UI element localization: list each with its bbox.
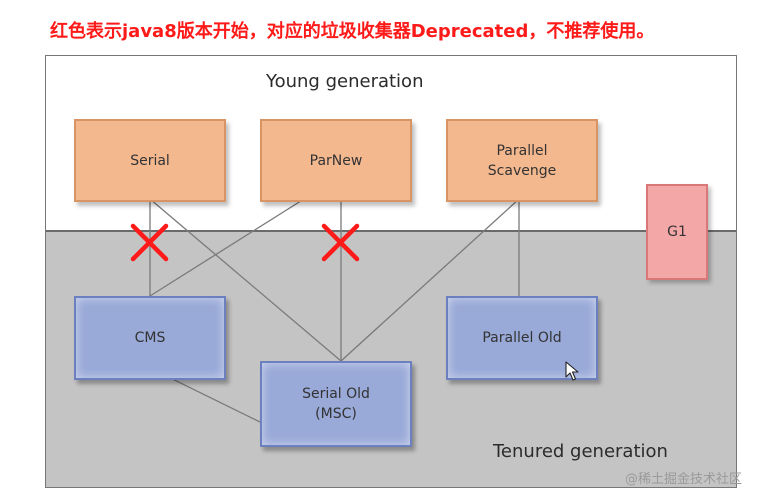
deprecated-mark-parnew-serialold <box>321 223 360 262</box>
young-generation-label: Young generation <box>266 71 424 92</box>
collector-serial-old: Serial Old (MSC) <box>260 361 412 447</box>
collector-parallel-old: Parallel Old <box>446 296 598 380</box>
connector-parnew-cms <box>149 198 305 297</box>
mouse-pointer-icon <box>565 361 579 381</box>
collector-parnew: ParNew <box>260 119 412 202</box>
collector-serial: Serial <box>74 119 226 202</box>
collector-g1: G1 <box>646 184 708 280</box>
deprecated-mark-serial-cms <box>130 223 169 262</box>
collector-cms: CMS <box>74 296 226 380</box>
connector-parallelscavenge-serialold <box>340 198 520 362</box>
collector-parallel-scavenge: Parallel Scavenge <box>446 119 598 202</box>
connector-serial-serialold <box>149 198 342 362</box>
gc-collector-diagram: Young generation Tenured generation Seri… <box>45 55 737 488</box>
tenured-generation-label: Tenured generation <box>493 441 668 462</box>
source-watermark: @稀土掘金技术社区 <box>625 472 743 487</box>
deprecation-note: 红色表示java8版本开始，对应的垃圾收集器Deprecated，不推荐使用。 <box>50 21 655 42</box>
